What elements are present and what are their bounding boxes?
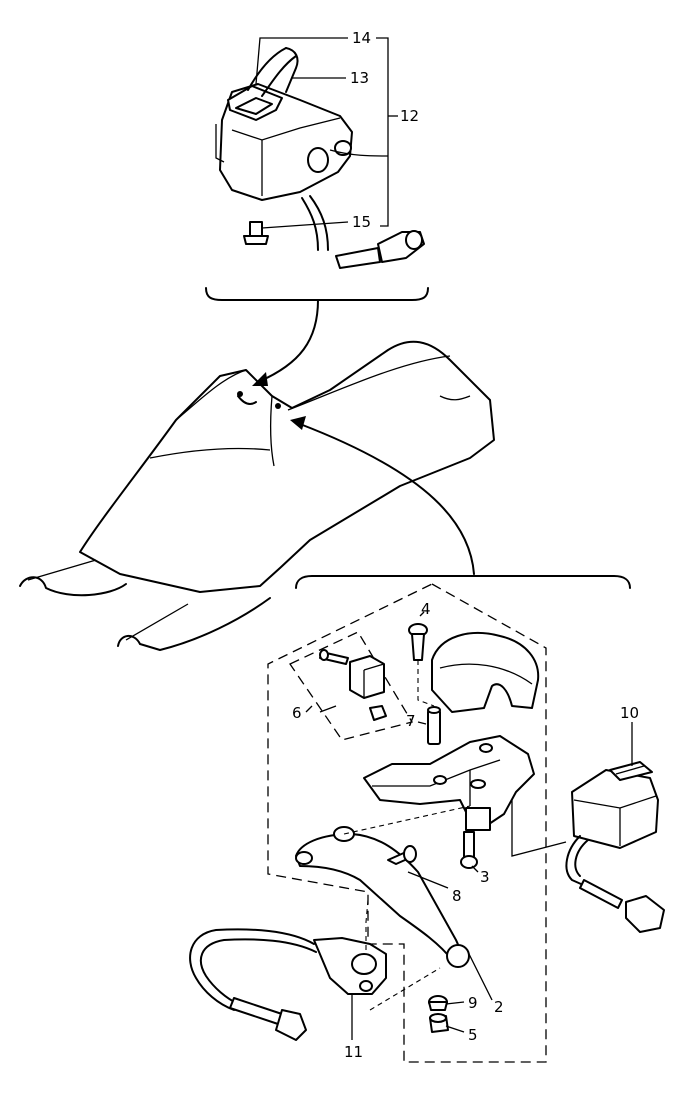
callout-14: 14 — [352, 29, 371, 47]
callout-9: 9 — [468, 994, 478, 1012]
callout-11: 11 — [344, 1043, 363, 1061]
callout-5: 5 — [468, 1026, 478, 1044]
callout-7: 7 — [406, 712, 416, 730]
top-arrow — [257, 299, 319, 383]
callout-4: 4 — [421, 600, 431, 618]
bolt-3 — [460, 831, 478, 869]
cap-9 — [428, 995, 448, 1011]
bottom-arrow — [299, 423, 475, 575]
switch-housing-assembly — [215, 47, 425, 269]
lever-bracket — [363, 735, 535, 831]
callout-10: 10 — [620, 704, 639, 722]
callout-3: 3 — [480, 868, 490, 886]
callout-8: 8 — [452, 887, 462, 905]
bolt-kit6 — [319, 649, 349, 665]
callout-12: 12 — [400, 107, 419, 125]
callout-2: 2 — [494, 998, 504, 1016]
callout-6: 6 — [292, 704, 302, 722]
top-leader-lines — [255, 37, 398, 229]
bottom-group-bracket — [295, 575, 631, 589]
switch-11 — [189, 928, 387, 1041]
assembly-dash-outline — [267, 583, 547, 1063]
bottom-leader-lines — [305, 611, 633, 1040]
block-kit6 — [349, 655, 385, 699]
callout-13: 13 — [350, 69, 369, 87]
screw-8 — [387, 845, 417, 865]
sleeve-7 — [427, 706, 441, 745]
top-group-bracket — [205, 287, 429, 301]
nut-5 — [429, 1013, 449, 1033]
snowmobile-illustration — [19, 340, 495, 651]
switch-10 — [565, 761, 665, 933]
nut-kit6 — [369, 705, 387, 721]
clamp-cover — [431, 632, 540, 713]
bolt-4 — [408, 623, 428, 661]
kit-6-outline — [289, 631, 414, 741]
callout-15: 15 — [352, 213, 371, 231]
